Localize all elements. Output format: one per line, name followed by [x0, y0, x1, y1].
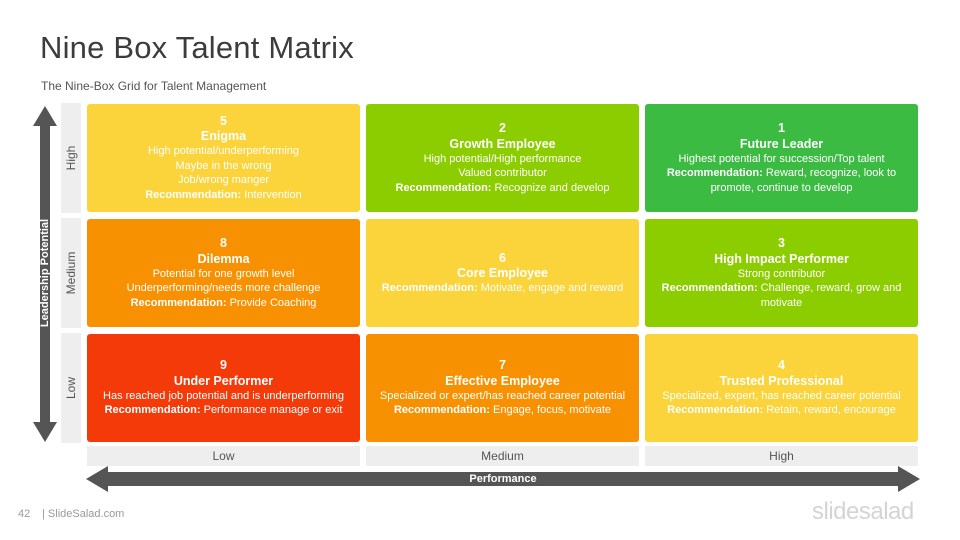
box-line: Specialized or expert/has reached career… [379, 389, 626, 402]
box-number: 1 [778, 121, 785, 135]
vertical-axis-label: Leadership Potential [39, 218, 51, 328]
box-line: Maybe in the wrong [175, 159, 272, 172]
box-number: 7 [499, 358, 506, 373]
box-number: 9 [220, 358, 227, 373]
box-recommendation: Recommendation: Engage, focus, motivate [393, 404, 612, 417]
box-line: Strong contributor [737, 267, 826, 280]
horizontal-axis-arrow [86, 466, 920, 492]
box-under-performer: 9 Under Performer Has reached job potent… [87, 334, 360, 442]
box-number: 2 [499, 121, 506, 135]
box-title: Dilemma [197, 251, 250, 266]
row-label-low: Low [61, 333, 81, 443]
box-line: Has reached job potential and is underpe… [103, 389, 344, 402]
slidesalad-logo: slidesalad [812, 498, 914, 525]
box-line: Underperforming/needs more challenge [126, 282, 321, 294]
box-recommendation: Recommendation: Challenge, reward, grow … [661, 282, 902, 309]
page-subtitle: The Nine-Box Grid for Talent Management [41, 79, 267, 93]
row-label-high: High [61, 103, 81, 213]
box-recommendation: Recommendation: Provide Coaching [130, 296, 317, 309]
box-recommendation: Recommendation: Performance manage or ex… [104, 404, 343, 417]
box-line: Specialized, expert, has reached career … [662, 389, 901, 402]
box-future-leader: 1 Future Leader Highest potential for su… [645, 104, 918, 212]
box-title: Enigma [200, 129, 247, 144]
box-number: 3 [778, 236, 785, 250]
box-title: Trusted Professional [719, 373, 844, 388]
horizontal-axis-label: Performance [469, 473, 537, 485]
box-high-impact-performer: 3 High Impact Performer Strong contribut… [645, 219, 918, 327]
box-title: Effective Employee [445, 373, 560, 388]
box-line: Highest potential for succession/Top tal… [678, 152, 885, 165]
box-number: 8 [220, 236, 227, 250]
box-number: 6 [499, 250, 506, 265]
box-line: High potential/underperforming [147, 145, 300, 158]
box-title: Under Performer [173, 373, 274, 388]
box-effective-employee: 7 Effective Employee Specialized or expe… [366, 334, 639, 442]
box-enigma: 5 Enigma High potential/underperforming … [87, 104, 360, 212]
column-label-medium: Medium [366, 446, 639, 466]
box-line: Potential for one growth level [152, 267, 295, 280]
box-trusted-professional: 4 Trusted Professional Specialized, expe… [645, 334, 918, 442]
box-line: High potential/High performance [423, 152, 582, 165]
box-line: Job/wrong manger [177, 174, 270, 187]
box-title: Growth Employee [449, 136, 556, 151]
column-label-low: Low [87, 446, 360, 466]
row-label-medium: Medium [61, 218, 81, 328]
box-title: Future Leader [739, 136, 824, 151]
box-number: 5 [220, 113, 227, 128]
box-growth-employee: 2 Growth Employee High potential/High pe… [366, 104, 639, 212]
box-number: 4 [778, 358, 785, 373]
box-core-employee: 6 Core Employee Recommendation: Motivate… [366, 219, 639, 327]
page-number: 42 [18, 508, 31, 520]
box-line: Valued contributor [458, 167, 547, 179]
box-title: Core Employee [456, 266, 548, 280]
vertical-axis-arrow [33, 106, 57, 442]
box-recommendation: Recommendation: Intervention [145, 188, 302, 201]
footer-site-link[interactable]: | SlideSalad.com [42, 508, 125, 520]
box-title: High Impact Performer [714, 251, 849, 266]
box-dilemma: 8 Dilemma Potential for one growth level… [87, 219, 360, 327]
column-label-high: High [645, 446, 918, 466]
box-recommendation: Recommendation: Motivate, engage and rew… [381, 282, 624, 294]
page-title: Nine Box Talent Matrix [40, 30, 354, 65]
box-recommendation: Recommendation: Reward, recognize, look … [666, 167, 897, 194]
box-recommendation: Recommendation: Recognize and develop [395, 181, 610, 194]
box-recommendation: Recommendation: Retain, reward, encourag… [667, 404, 896, 417]
